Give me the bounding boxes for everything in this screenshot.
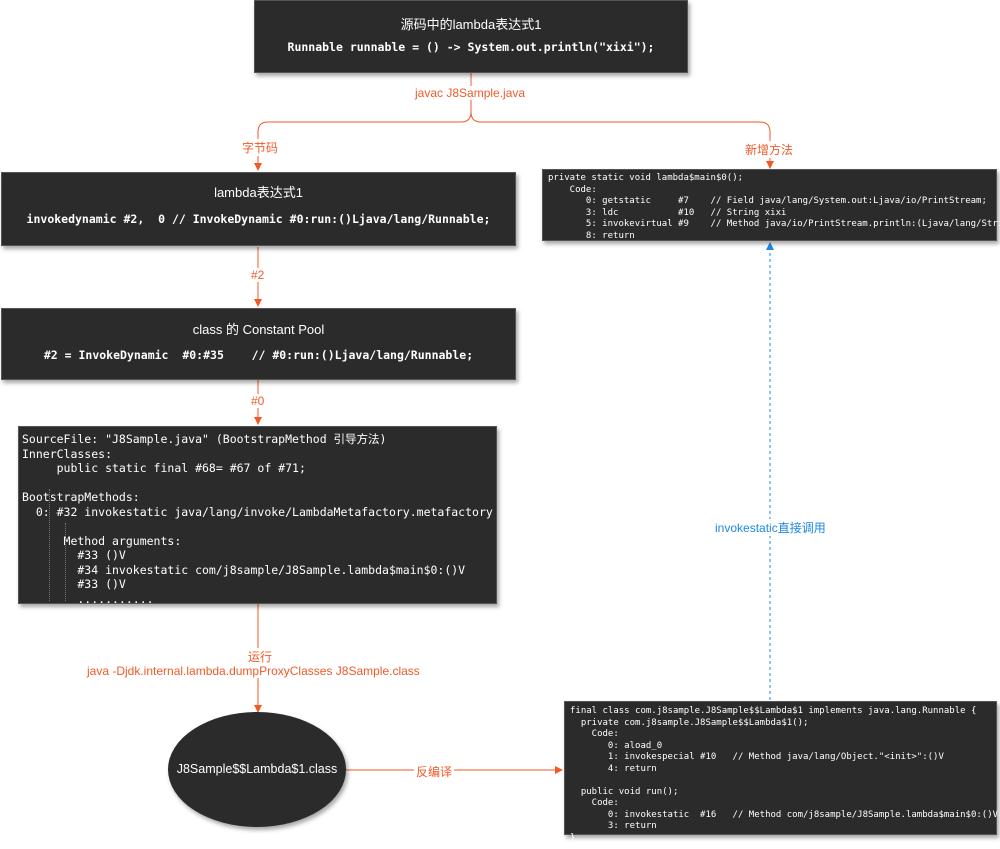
- source-lambda-box: 源码中的lambda表达式1 Runnable runnable = () ->…: [254, 0, 688, 73]
- decompiled-line-2: Code:: [570, 729, 619, 739]
- edge-label-ref0: #0: [249, 394, 267, 408]
- bootstrap-line-7: Method arguments:: [22, 533, 182, 548]
- decompiled-line-1: private com.j8sample.J8Sample$$Lambda$1(…: [570, 717, 809, 728]
- source-box-code: Runnable runnable = () -> System.out.pri…: [287, 40, 655, 54]
- lambda-box-code: invokedynamic #2, 0 // InvokeDynamic #0:…: [26, 212, 491, 226]
- bootstrap-line-9: #34 invokestatic com/j8sample/J8Sample.l…: [22, 562, 466, 577]
- bootstrap-line-0: SourceFile: "J8Sample.java" (BootstrapMe…: [22, 432, 387, 446]
- decompiled-class-box: final class com.j8sample.J8Sample$$Lambd…: [564, 701, 999, 843]
- edge-label-ref2: #2: [249, 268, 267, 282]
- constant-pool-code: #2 = InvokeDynamic #0:#35 // #0:run:()Lj…: [43, 348, 474, 362]
- bootstrap-line-5: 0: #32 invokestatic java/lang/invoke/Lam…: [22, 504, 493, 519]
- edge-label-run-command: java -Djdk.internal.lambda.dumpProxyClas…: [85, 664, 422, 678]
- lambda-method-box: private static void lambda$main$0(); Cod…: [542, 169, 1000, 241]
- method-line-5: 8: return: [548, 230, 635, 241]
- method-line-0: private static void lambda$main$0();: [548, 173, 744, 183]
- edge-label-invokestatic: invokestatic直接调用: [713, 519, 828, 536]
- edge-new-method: [470, 111, 774, 169]
- constant-pool-box: class 的 Constant Pool #2 = InvokeDynamic…: [1, 308, 516, 380]
- method-line-2: 0: getstatic #7 // Field java/lang/Syste…: [548, 196, 987, 206]
- bootstrap-line-11: ...........: [22, 591, 154, 606]
- lambda-box-title: lambda表达式1: [214, 185, 303, 200]
- decompiled-line-8: Code:: [570, 798, 619, 808]
- decompiled-line-10: 3: return: [570, 821, 657, 831]
- generated-class-ellipse: J8Sample$$Lambda$1.class: [168, 712, 346, 827]
- decompiled-line-0: final class com.j8sample.J8Sample$$Lambd…: [570, 706, 977, 716]
- edge-label-javac: javac J8Sample.java: [413, 86, 528, 100]
- bootstrap-line-3: [22, 476, 496, 491]
- edge-javac: [254, 73, 472, 171]
- source-box-title: 源码中的lambda表达式1: [400, 17, 542, 32]
- decompiled-line-5: 4: return: [570, 763, 657, 774]
- generated-class-label: J8Sample$$Lambda$1.class: [176, 762, 338, 776]
- edge-label-run: 运行: [246, 648, 275, 665]
- constant-pool-title: class 的 Constant Pool: [192, 322, 325, 337]
- bootstrap-line-10: #33 ()V: [22, 577, 126, 591]
- bootstrap-line-8: #33 ()V: [22, 548, 126, 562]
- bootstrap-line-6: [22, 519, 496, 534]
- decompiled-line-7: public void run();: [570, 786, 679, 797]
- method-line-4: 5: invokevirtual #9 // Method java/io/Pr…: [548, 219, 1000, 229]
- bootstrap-line-2: public static final #68= #67 of #71;: [22, 461, 306, 475]
- decompiled-line-4: 1: invokespecial #10 // Method java/lang…: [570, 752, 944, 762]
- edge-label-decompile: 反编译: [414, 763, 455, 780]
- decompiled-line-11: }: [570, 832, 576, 843]
- method-line-1: Code:: [548, 184, 597, 195]
- bootstrap-methods-box: SourceFile: "J8Sample.java" (BootstrapMe…: [18, 426, 497, 606]
- decompiled-line-3: 0: aload_0: [570, 740, 663, 751]
- bootstrap-line-1: InnerClasses:: [22, 446, 113, 461]
- decompiled-line-6: [570, 775, 996, 787]
- lambda-bytecode-box: lambda表达式1 invokedynamic #2, 0 // Invoke…: [1, 172, 516, 246]
- method-line-3: 3: ldc #10 // String xixi: [548, 207, 787, 218]
- edge-label-new-method: 新增方法: [743, 141, 796, 158]
- decompiled-line-9: 0: invokestatic #16 // Method com/j8samp…: [570, 809, 999, 820]
- edge-label-bytecode: 字节码: [240, 139, 281, 156]
- bootstrap-line-4: BootstrapMethods:: [22, 490, 140, 504]
